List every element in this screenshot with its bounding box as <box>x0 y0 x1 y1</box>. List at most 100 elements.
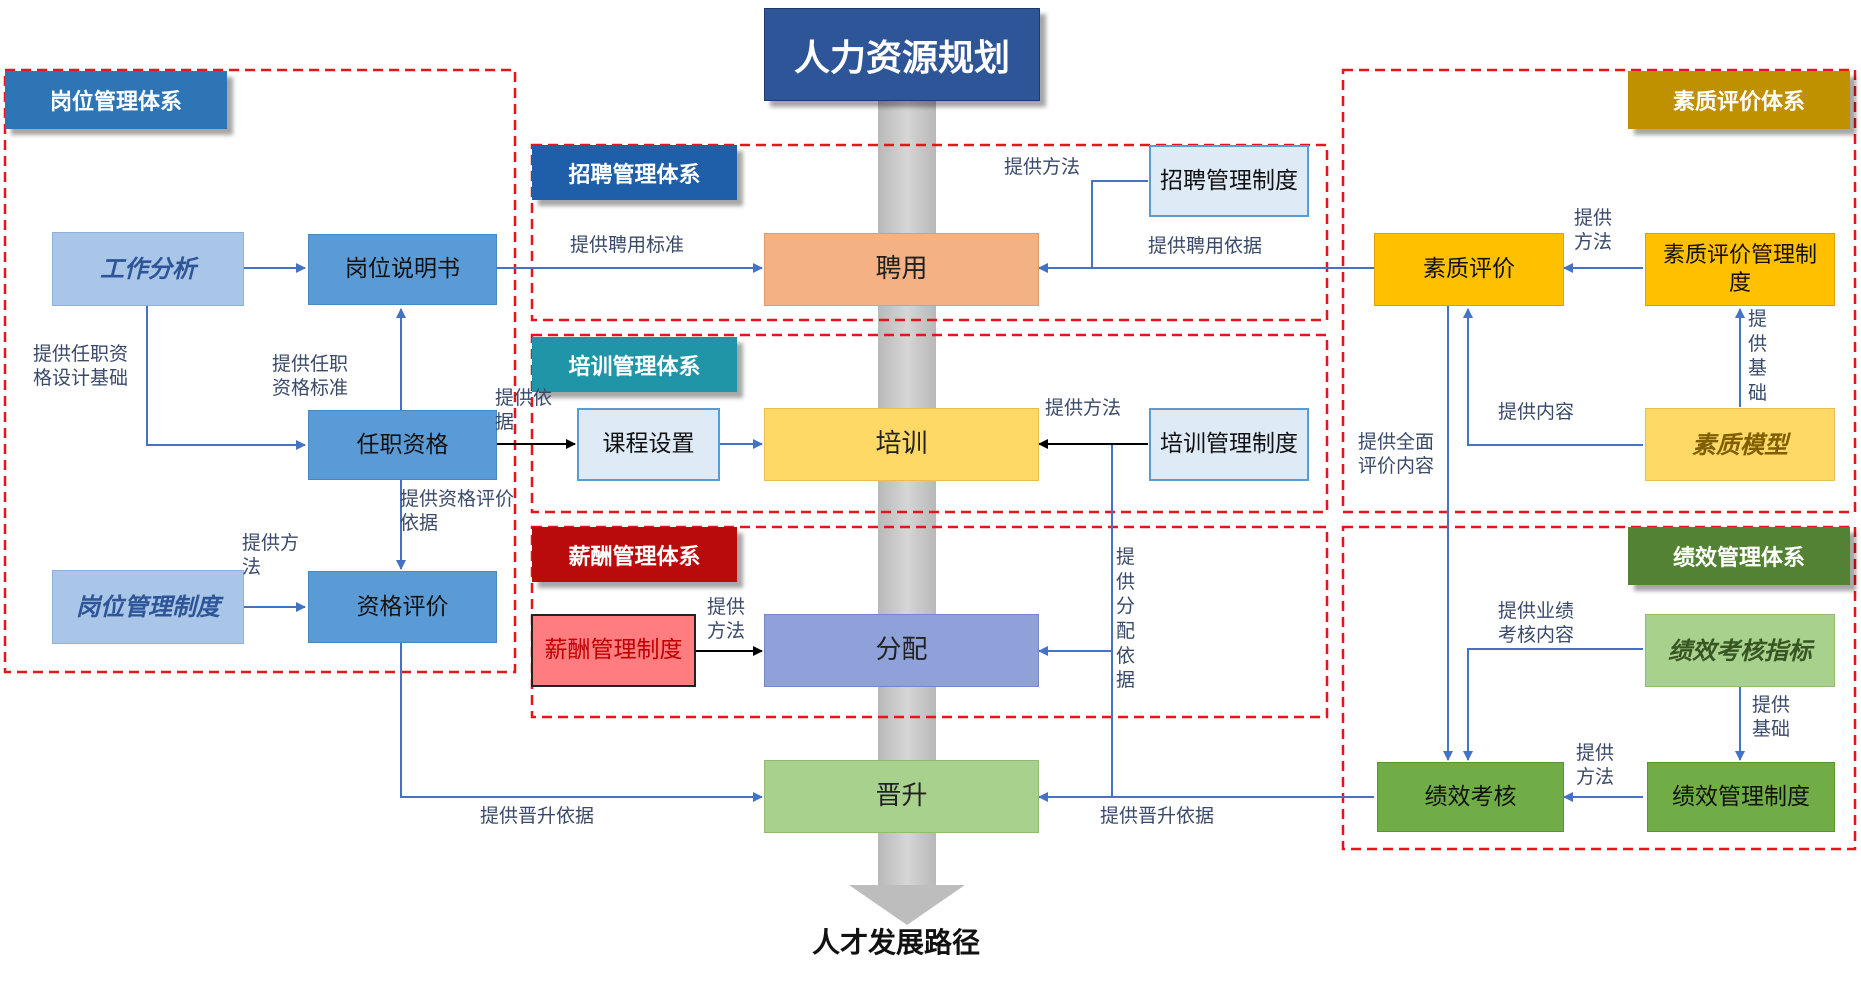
label-foundation-perf-text: 提供基础 <box>1752 694 1791 740</box>
label-qual-basis: 提供任职资格设计基础 <box>33 343 143 391</box>
label-foundation-quality-text: 提供基础 <box>1748 308 1768 405</box>
frame-recruit <box>530 143 1329 322</box>
node-train-sys: 培训管理制度 <box>1149 408 1309 481</box>
section-salary-label: 薪酬管理体系 <box>568 544 701 570</box>
label-basis-cut: 提供依据 <box>495 387 555 435</box>
node-perf-kpi: 绩效考核指标 <box>1645 614 1835 687</box>
page-title: 人力资源规划 <box>764 8 1040 101</box>
label-qual-std-text: 提供任职资格标准 <box>272 353 349 399</box>
label-perf-content: 提供业绩考核内容 <box>1498 600 1586 648</box>
node-perf-assess: 绩效考核 <box>1377 762 1564 832</box>
section-training-label: 培训管理体系 <box>568 354 701 380</box>
label-qual-eval-basis: 提供资格评价依据 <box>400 488 530 536</box>
section-training: 培训管理体系 <box>532 337 737 392</box>
edge-model-to-qeval <box>1463 308 1643 446</box>
node-hire-text: 聘用 <box>875 254 928 285</box>
node-job-desc-text: 岗位说明书 <box>345 256 460 283</box>
node-train-sys-text: 培训管理制度 <box>1160 431 1298 458</box>
label-method-post: 提供方法 <box>242 532 307 580</box>
node-perf-kpi-text: 绩效考核指标 <box>1668 636 1812 665</box>
label-qual-std: 提供任职资格标准 <box>272 353 362 401</box>
label-foundation-perf: 提供基础 <box>1752 694 1796 742</box>
section-quality-label: 素质评价体系 <box>1672 90 1805 115</box>
node-hire: 聘用 <box>764 233 1039 306</box>
label-method-train: 提供方法 <box>1045 397 1121 421</box>
label-hire-basis-text: 提供聘用依据 <box>1148 235 1263 257</box>
edge-analysis-to-qual <box>146 306 306 450</box>
label-method-salary: 提供方法 <box>707 596 751 644</box>
node-post-system-text: 岗位管理制度 <box>76 593 220 621</box>
node-quality-model: 素质模型 <box>1645 408 1835 481</box>
node-quality-eval: 素质评价 <box>1374 233 1564 306</box>
label-perf-content-text: 提供业绩考核内容 <box>1498 600 1575 646</box>
node-quality-sys-text: 素质评价管理制度 <box>1662 243 1817 296</box>
node-quality-model-text: 素质模型 <box>1692 430 1788 459</box>
label-method-perf: 提供方法 <box>1576 742 1620 790</box>
edge-eval-to-promote <box>400 643 763 802</box>
edge-recruitsys-to-hire <box>1038 180 1148 273</box>
node-perf-sys: 绩效管理制度 <box>1647 762 1835 832</box>
frame-quality <box>1341 68 1857 514</box>
edge-kpi-to-perf <box>1463 648 1643 761</box>
node-quality-sys: 素质评价管理制度 <box>1645 233 1835 306</box>
node-train-text: 培训 <box>875 429 928 460</box>
section-recruit-label: 招聘管理体系 <box>568 162 701 188</box>
section-perf: 绩效管理体系 <box>1628 527 1850 585</box>
node-promote-text: 晋升 <box>875 781 928 812</box>
frame-perf <box>1341 525 1857 851</box>
label-method-quality-text: 提供方法 <box>1574 207 1613 253</box>
label-dist-basis: 提供分配依据 <box>1116 545 1138 693</box>
page-title-text: 人力资源规划 <box>793 37 1010 79</box>
node-quality-eval-text: 素质评价 <box>1423 256 1515 283</box>
section-post-mgmt-label: 岗位管理体系 <box>49 90 182 115</box>
node-salary-sys: 薪酬管理制度 <box>531 614 696 687</box>
node-job-desc: 岗位说明书 <box>308 234 497 305</box>
node-qual-eval-text: 资格评价 <box>356 593 449 620</box>
bottom-label-text: 人才发展路径 <box>812 926 981 959</box>
node-qual-eval: 资格评价 <box>308 571 497 643</box>
frame-post-mgmt <box>3 68 517 674</box>
label-method-quality: 提供方法 <box>1574 207 1618 255</box>
label-content: 提供内容 <box>1498 401 1574 425</box>
section-recruit: 招聘管理体系 <box>532 145 737 200</box>
label-method-perf-text: 提供方法 <box>1576 742 1615 788</box>
label-foundation-quality: 提供基础 <box>1748 307 1770 406</box>
node-course-text: 课程设置 <box>602 431 695 458</box>
section-perf-label: 绩效管理体系 <box>1672 546 1805 571</box>
label-qual-basis-text: 提供任职资格设计基础 <box>33 343 129 389</box>
central-arrow-head <box>849 885 965 925</box>
label-method-salary-text: 提供方法 <box>707 596 746 642</box>
bottom-label: 人才发展路径 <box>812 925 980 960</box>
node-distribute: 分配 <box>764 614 1039 687</box>
node-qualification-text: 任职资格 <box>356 431 449 458</box>
label-full-eval: 提供全面评价内容 <box>1358 431 1446 479</box>
label-method-recruit-text: 提供方法 <box>1004 156 1081 178</box>
frame-training <box>530 333 1329 514</box>
label-basis-cut-text: 提供依据 <box>495 387 553 433</box>
section-post-mgmt: 岗位管理体系 <box>5 71 227 129</box>
node-recruit-sys: 招聘管理制度 <box>1149 145 1309 217</box>
label-qual-eval-basis-text: 提供资格评价依据 <box>400 488 515 534</box>
node-job-analysis-text: 工作分析 <box>100 255 196 283</box>
node-course: 课程设置 <box>577 408 720 481</box>
section-salary: 薪酬管理体系 <box>532 527 737 582</box>
node-perf-assess-text: 绩效考核 <box>1424 783 1517 810</box>
node-job-analysis: 工作分析 <box>52 232 244 306</box>
label-dist-basis-text: 提供分配依据 <box>1116 546 1136 692</box>
node-post-system: 岗位管理制度 <box>52 570 244 644</box>
label-method-train-text: 提供方法 <box>1045 397 1122 419</box>
label-promote-basis-right: 提供晋升依据 <box>1100 805 1214 829</box>
node-promote: 晋升 <box>764 760 1039 833</box>
label-hire-std: 提供聘用标准 <box>570 234 684 258</box>
label-method-recruit: 提供方法 <box>1004 156 1080 180</box>
label-hire-std-text: 提供聘用标准 <box>570 234 685 256</box>
node-qualification: 任职资格 <box>308 410 497 480</box>
label-hire-basis: 提供聘用依据 <box>1148 235 1262 259</box>
node-salary-sys-text: 薪酬管理制度 <box>544 637 683 664</box>
label-full-eval-text: 提供全面评价内容 <box>1358 431 1435 477</box>
label-promote-basis-left: 提供晋升依据 <box>480 805 594 829</box>
central-shaft <box>878 95 936 885</box>
node-distribute-text: 分配 <box>875 635 928 666</box>
